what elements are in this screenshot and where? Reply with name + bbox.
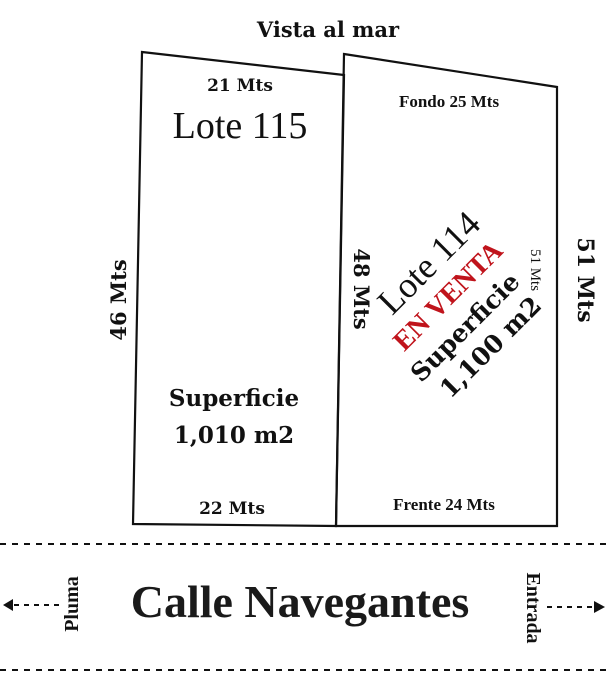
sea-view-label: Vista al mar xyxy=(256,17,400,42)
lote-115-bottom-dimension: 22 Mts xyxy=(199,499,265,519)
street-name: Calle Navegantes xyxy=(131,576,470,627)
lote-115-left-dimension: 46 Mts xyxy=(106,259,131,340)
lote-115-area-label: Superficie xyxy=(169,385,299,412)
lote-114-diagonal-group: Lote 114 EN VENTA Superficie 1,100 m2 xyxy=(370,203,548,403)
pluma-label: Pluma xyxy=(61,576,83,632)
lote-114-inner-right-dimension: 51 Mts xyxy=(527,249,543,291)
lote-114-outline xyxy=(334,52,559,528)
lote-115-area-value: 1,010 m2 xyxy=(174,422,294,449)
lote-115-top-dimension: 21 Mts xyxy=(207,76,273,96)
lote-114-outer-right-dimension: 51 Mts xyxy=(572,237,598,322)
entrada-label: Entrada xyxy=(522,572,544,643)
lote-114-top-dimension: Fondo 25 Mts xyxy=(399,92,500,111)
lote-115-title: Lote 115 xyxy=(173,105,308,147)
lote-114-bottom-dimension: Frente 24 Mts xyxy=(393,495,495,514)
lote-114-left-dimension: 48 Mts xyxy=(349,248,374,329)
entrada-arrow-head xyxy=(594,601,605,613)
pluma-arrow-head xyxy=(3,599,13,611)
